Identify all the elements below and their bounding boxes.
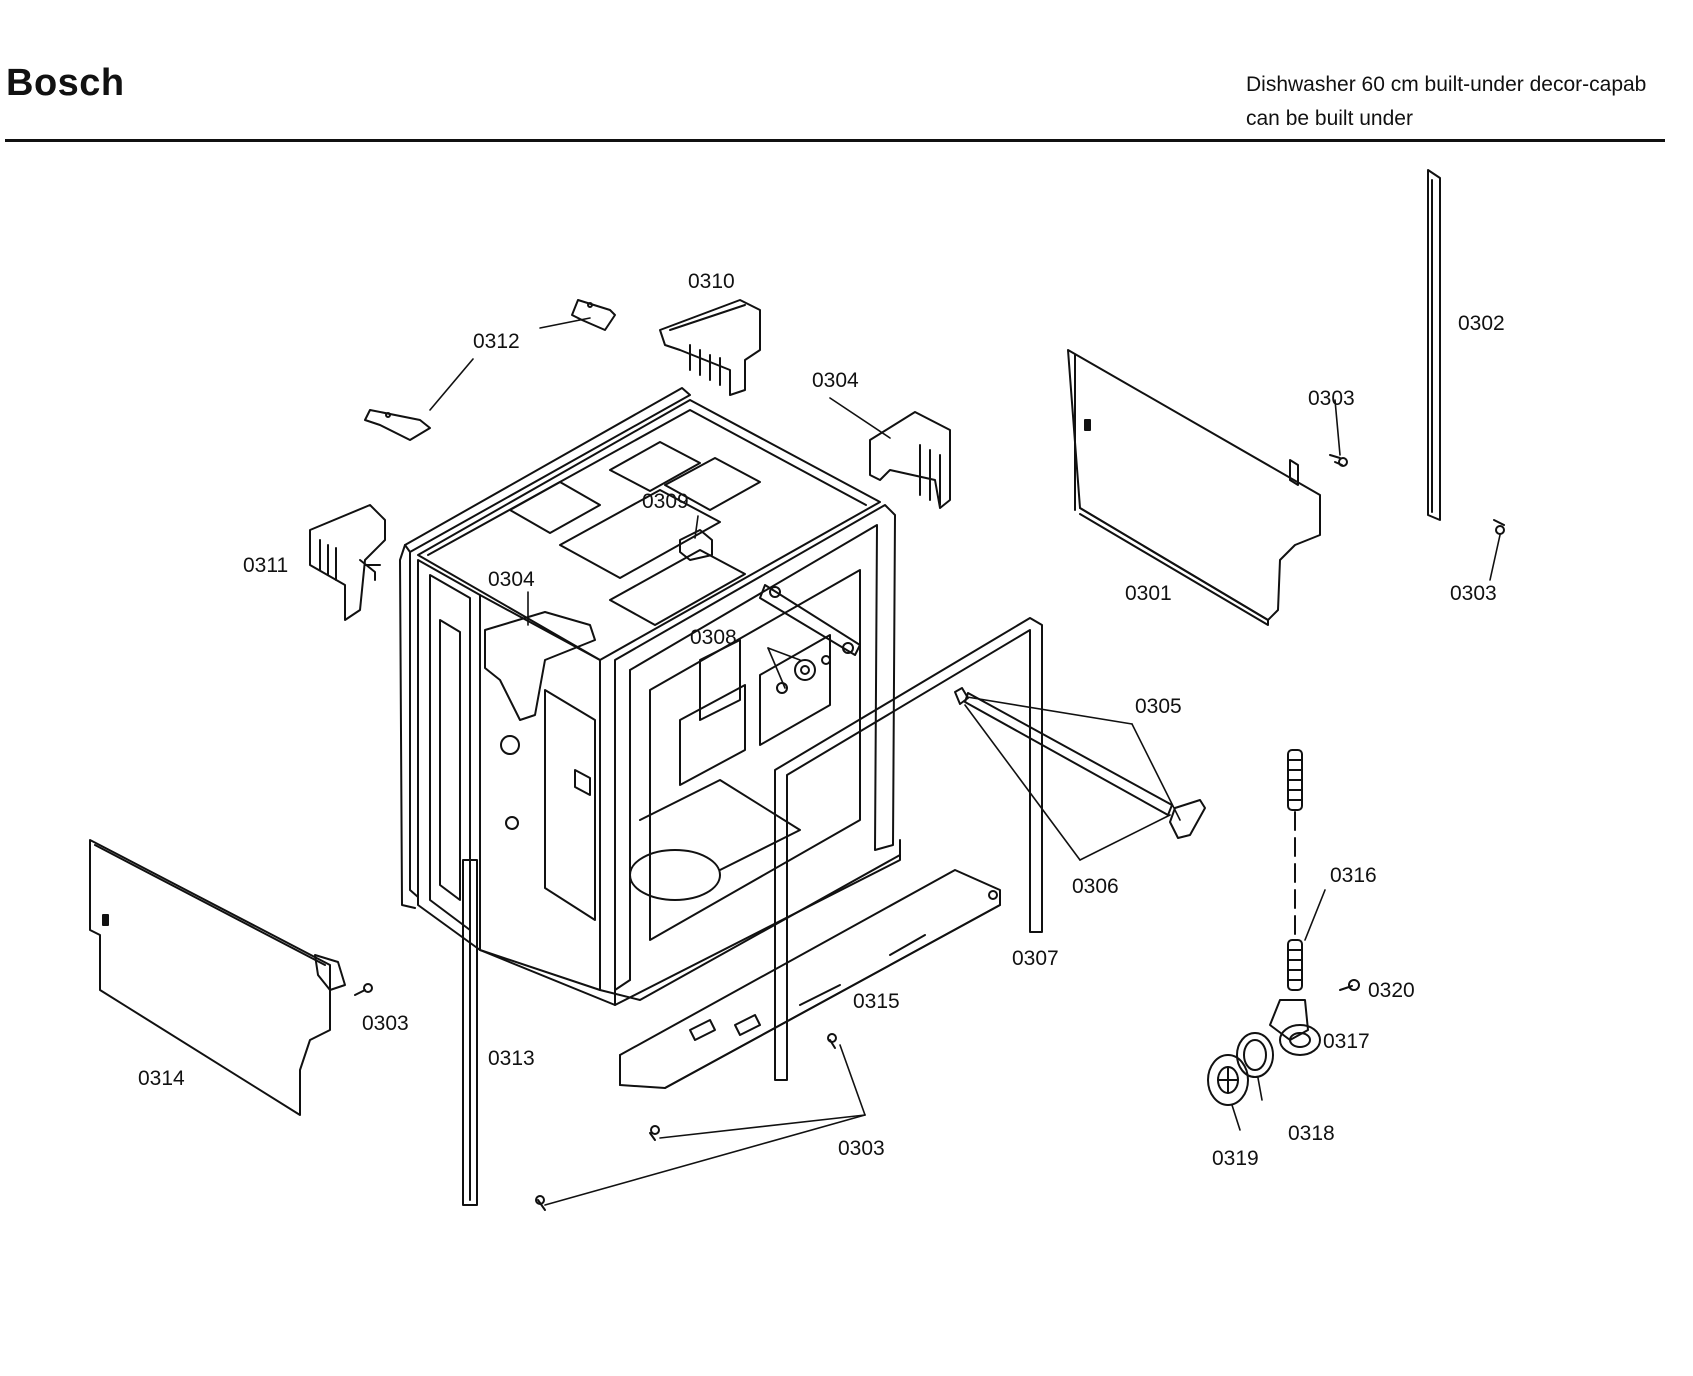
callout-0310: 0310	[688, 270, 735, 293]
callout-0303-d: 0303	[838, 1137, 885, 1160]
bracket-0312-bottom	[364, 409, 431, 441]
callout-0303-a: 0303	[1308, 387, 1355, 410]
callout-0308: 0308	[690, 626, 737, 649]
bracket-0304-lower	[484, 611, 596, 721]
callout-0317: 0317	[1323, 1030, 1370, 1053]
callout-0312: 0312	[473, 330, 520, 353]
callout-0314: 0314	[138, 1067, 185, 1090]
callout-0318: 0318	[1288, 1122, 1335, 1145]
callout-0302: 0302	[1458, 312, 1505, 335]
callout-0304-a: 0304	[812, 369, 859, 392]
bracket-0310	[659, 299, 761, 396]
callout-0316: 0316	[1330, 864, 1377, 887]
callout-0311: 0311	[243, 554, 288, 577]
model-description: Dishwasher 60 cm built-under decor-capab…	[1246, 68, 1646, 136]
description-line-1: Dishwasher 60 cm built-under decor-capab	[1246, 73, 1647, 96]
brand-title: Bosch	[6, 62, 125, 104]
callout-0309: 0309	[642, 490, 689, 513]
side-panel-0314	[89, 839, 346, 1116]
screws-0303	[354, 454, 1505, 1211]
callout-0320: 0320	[1368, 979, 1415, 1002]
callout-0303-b: 0303	[1450, 582, 1497, 605]
callout-0303-c: 0303	[362, 1012, 409, 1035]
hose-0316	[1287, 749, 1303, 991]
tub-body	[399, 387, 901, 1006]
rail-0305-0306	[954, 687, 1206, 839]
side-panel-0301	[1067, 349, 1321, 626]
description-line-2: can be built under	[1246, 107, 1413, 130]
leader-lines	[429, 317, 1501, 1206]
screw-0320	[1339, 979, 1360, 991]
callout-0306: 0306	[1072, 875, 1119, 898]
clip-0309	[679, 529, 713, 561]
callout-0307: 0307	[1012, 947, 1059, 970]
seal-0307	[774, 617, 1043, 1081]
bracket-0304-upper	[869, 411, 951, 509]
callout-0313: 0313	[488, 1047, 535, 1070]
seal-0313	[462, 859, 478, 1206]
bracket-0312-top	[571, 299, 616, 331]
callout-0305: 0305	[1135, 695, 1182, 718]
ring-0318	[1236, 1032, 1274, 1078]
header-divider	[5, 139, 1665, 142]
bracket-0311	[309, 504, 386, 621]
callout-0319: 0319	[1212, 1147, 1259, 1170]
connector-0317	[1269, 999, 1321, 1056]
base-plate-0315	[619, 869, 1001, 1089]
callout-0304-b: 0304	[488, 568, 535, 591]
strip-0302	[1427, 169, 1441, 521]
callout-0315: 0315	[853, 990, 900, 1013]
cap-0319	[1207, 1054, 1249, 1106]
callout-0301: 0301	[1125, 582, 1172, 605]
callout-labels: 0301 0302 0303 0303 0303 0303 0304 0304 …	[138, 270, 1505, 1170]
